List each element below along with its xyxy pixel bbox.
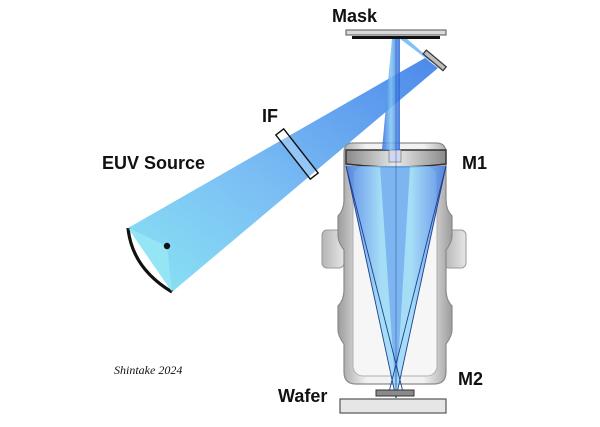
label-wafer: Wafer [278, 386, 327, 406]
credit-text: Shintake 2024 [114, 363, 182, 377]
ray-right-b [395, 165, 447, 399]
mask-pattern [352, 36, 440, 39]
ray-left-b [345, 165, 397, 399]
mask [345, 29, 447, 39]
source-point [163, 242, 171, 250]
m1-center-hole [388, 149, 402, 163]
wafer-stage [339, 398, 447, 414]
label-if: IF [262, 106, 278, 126]
ray-left-a [345, 165, 405, 397]
label-mask: Mask [332, 6, 378, 26]
label-m2: M2 [458, 369, 483, 389]
source-beam [128, 58, 438, 292]
euv-source [126, 227, 173, 294]
fold-mirror [422, 49, 448, 72]
source-cone-tip [128, 228, 172, 292]
ray-right-a [387, 165, 447, 397]
if-window [274, 127, 320, 181]
m2-mirror [375, 389, 415, 397]
label-euv-source: EUV Source [102, 153, 205, 173]
collector-mirror [126, 227, 173, 294]
m2-reflect-cone [380, 166, 410, 398]
mask-plate [345, 29, 447, 36]
mask-to-m1-beam [382, 38, 400, 150]
label-m1: M1 [462, 153, 487, 173]
